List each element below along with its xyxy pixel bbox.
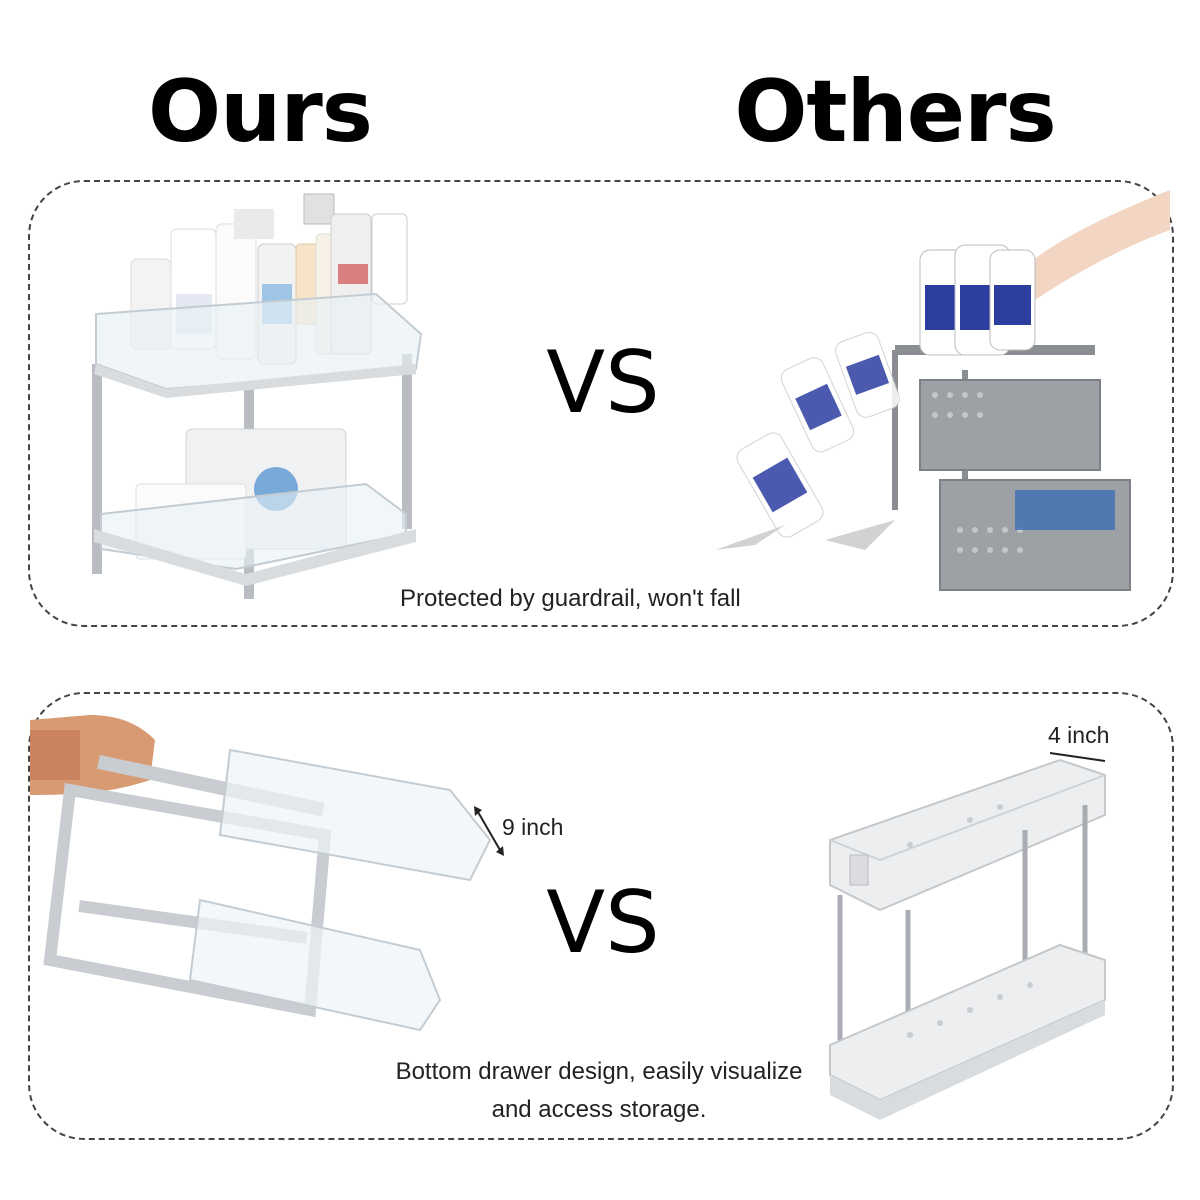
- vs-label-row-1: VS: [546, 333, 660, 433]
- vs-label-row-2: VS: [546, 873, 660, 973]
- guardrail-comparison-panel: [28, 180, 1174, 627]
- others-heading: Others: [734, 62, 1056, 162]
- drawer-caption-line-2: and access storage.: [491, 1096, 707, 1123]
- ours-pull-out-drawer-image: [30, 715, 504, 1032]
- ours-two-tier-organizer-image: [92, 193, 423, 599]
- drawer-caption: Bottom drawer design, easily visualize a…: [364, 1053, 834, 1129]
- others-width-dimension: 4 inch: [1048, 722, 1110, 748]
- drawer-comparison-panel: [28, 692, 1174, 1140]
- ours-depth-dimension: 9 inch: [502, 814, 564, 840]
- drawer-caption-line-1: Bottom drawer design, easily visualize: [395, 1058, 803, 1085]
- others-narrow-shelf-image: [829, 752, 1106, 1120]
- guardrail-caption: Protected by guardrail, won't fall: [400, 585, 741, 612]
- ours-heading: Ours: [148, 62, 373, 162]
- others-mesh-drawer-organizer-image: [715, 190, 1170, 591]
